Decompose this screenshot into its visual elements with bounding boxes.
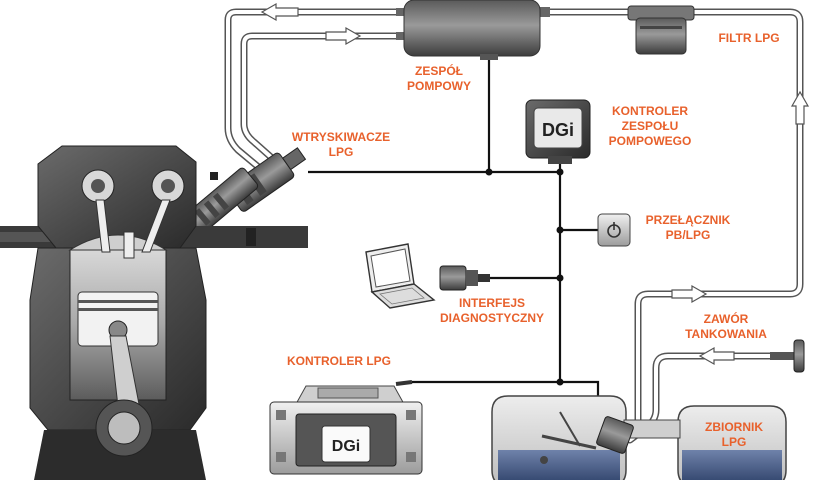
label-filtr-lpg: FILTR LPG	[718, 31, 780, 45]
flow-arrows	[260, 2, 810, 366]
filling-valve	[770, 339, 805, 373]
label-kontroler-lpg: KONTROLER LPG	[287, 354, 391, 368]
lpg-filter	[627, 5, 695, 55]
label-przelacznik: PRZEŁĄCZNIK PB/LPG	[645, 213, 731, 242]
fuel-pipes	[224, 8, 804, 444]
label-zawor-tankowania: ZAWÓR TANKOWANIA	[685, 312, 767, 341]
label-wtryskiwacze-lpg: WTRYSKIWACZE LPG	[291, 130, 391, 159]
lpg-controller-logo: DGi	[332, 438, 360, 455]
label-zespol-pompowy: ZESPÓŁ POMPOWY	[406, 64, 471, 93]
engine-cross-section	[0, 145, 308, 480]
pump-unit	[396, 0, 550, 60]
lpg-tank	[491, 395, 787, 480]
label-zbiornik-lpg: ZBIORNIK LPG	[705, 420, 763, 449]
pump-controller-logo: DGi	[542, 120, 574, 140]
diagnostic-connector	[439, 265, 490, 291]
label-kontroler-zespolu: KONTROLER ZESPOŁU POMPOWEGO	[608, 104, 692, 148]
label-interfejs: INTERFEJS DIAGNOSTYCZNY	[439, 296, 544, 325]
laptop-icon	[365, 243, 436, 309]
pump-controller	[525, 99, 591, 164]
pb-lpg-switch	[597, 213, 631, 247]
wire-junctions	[485, 168, 564, 386]
lpg-controller	[269, 380, 423, 475]
lpg-injectors	[186, 147, 307, 233]
